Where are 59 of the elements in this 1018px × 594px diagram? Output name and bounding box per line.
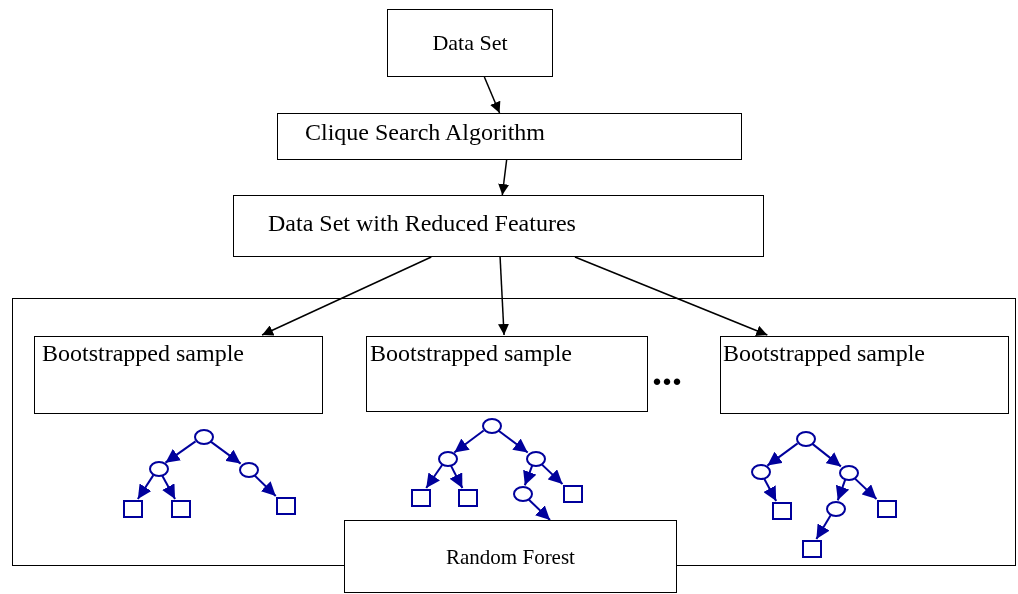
- tree-node-circle: [438, 451, 458, 467]
- leaf-node-square: [458, 489, 478, 507]
- arrow: [498, 159, 510, 196]
- leaf-node-square: [802, 540, 822, 558]
- tree-node-circle: [239, 462, 259, 478]
- arrow: [762, 477, 778, 502]
- tree-node-circle: [796, 431, 816, 447]
- box-label: Random Forest: [446, 544, 575, 569]
- box-label: Bootstrapped sample: [370, 340, 572, 367]
- arrow: [766, 442, 799, 467]
- arrow: [209, 440, 242, 465]
- arrow: [497, 429, 529, 454]
- leaf-node-square: [171, 500, 191, 518]
- arrow: [425, 464, 444, 489]
- arrow: [540, 463, 564, 485]
- leaf-node-square: [563, 485, 583, 503]
- process-box: [366, 336, 648, 412]
- tree-node-circle: [826, 501, 846, 517]
- arrow: [261, 256, 432, 336]
- arrow: [453, 429, 485, 454]
- process-box: [233, 195, 764, 257]
- arrow: [161, 474, 177, 500]
- arrow: [253, 474, 277, 497]
- arrow: [527, 498, 551, 521]
- arrow: [574, 256, 769, 336]
- box-label: Clique Search Algorithm: [305, 119, 545, 146]
- tree-node-circle: [751, 464, 771, 480]
- leaf-node-square: [877, 500, 897, 518]
- arrow: [164, 440, 197, 464]
- arrow: [853, 477, 878, 500]
- arrow: [449, 464, 464, 489]
- leaf-node-square: [772, 502, 792, 520]
- arrow: [498, 256, 509, 336]
- container-box: [12, 298, 1016, 566]
- box-label: Data Set with Reduced Features: [268, 210, 576, 237]
- ellipsis-label: ...: [652, 352, 682, 392]
- arrow: [835, 478, 850, 502]
- leaf-node-square: [123, 500, 143, 518]
- process-box: [34, 336, 323, 414]
- arrow: [483, 76, 501, 114]
- tree-node-circle: [482, 418, 502, 434]
- tree-node-circle: [149, 461, 169, 477]
- arrow: [815, 514, 832, 540]
- arrow: [136, 474, 155, 500]
- leaf-node-square: [276, 497, 296, 515]
- box-label: Bootstrapped sample: [42, 340, 244, 367]
- tree-node-circle: [194, 429, 214, 445]
- tree-node-circle: [839, 465, 859, 481]
- process-box: [387, 9, 553, 77]
- process-box: [344, 520, 677, 593]
- leaf-node-square: [411, 489, 431, 507]
- box-label: Data Set: [432, 30, 508, 56]
- tree-node-circle: [526, 451, 546, 467]
- process-box: [720, 336, 1009, 414]
- process-box: [277, 113, 742, 160]
- box-label: Bootstrapped sample: [723, 340, 925, 367]
- arrow: [811, 442, 842, 468]
- arrow: [523, 464, 537, 487]
- tree-node-circle: [513, 486, 533, 502]
